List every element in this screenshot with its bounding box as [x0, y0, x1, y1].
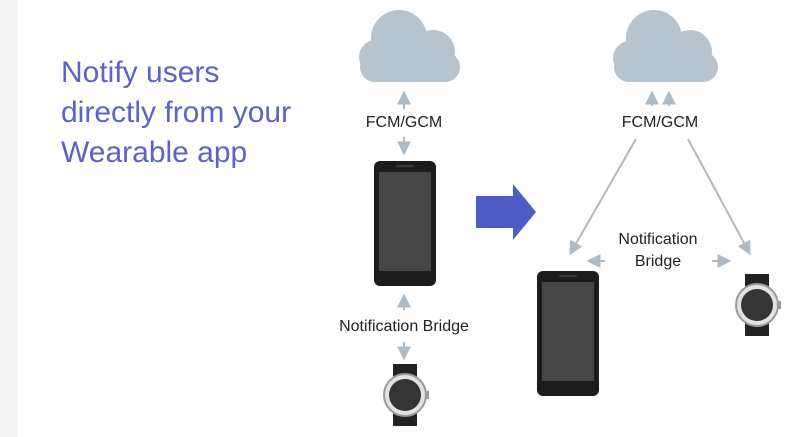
phone-icon-after — [537, 271, 599, 396]
headline: Notify users directly from your Wearable… — [61, 53, 341, 173]
cloud-icon-before — [359, 10, 460, 82]
headline-line-3: Wearable app — [61, 136, 248, 169]
notification-bridge-label-after-line1: Notification — [618, 231, 698, 248]
notification-bridge-label-before: Notification Bridge — [339, 318, 469, 335]
fcm-gcm-label-before: FCM/GCM — [365, 114, 443, 131]
fcm-gcm-label-after: FCM/GCM — [621, 114, 699, 131]
arrow-cloud-to-watch-after — [687, 138, 751, 256]
arrow-cloud-to-phone-after — [569, 138, 637, 256]
phone-icon-before — [374, 161, 436, 286]
notification-bridge-label-after-line2: Bridge — [634, 253, 682, 270]
headline-line-2: directly from your — [61, 96, 292, 129]
headline-line-1: Notify users — [61, 56, 220, 89]
cloud-icon-after — [613, 10, 718, 82]
transition-arrow-icon — [476, 184, 536, 240]
watch-icon-before — [383, 364, 429, 426]
watch-icon-after — [735, 274, 781, 336]
left-margin-band — [0, 0, 18, 437]
